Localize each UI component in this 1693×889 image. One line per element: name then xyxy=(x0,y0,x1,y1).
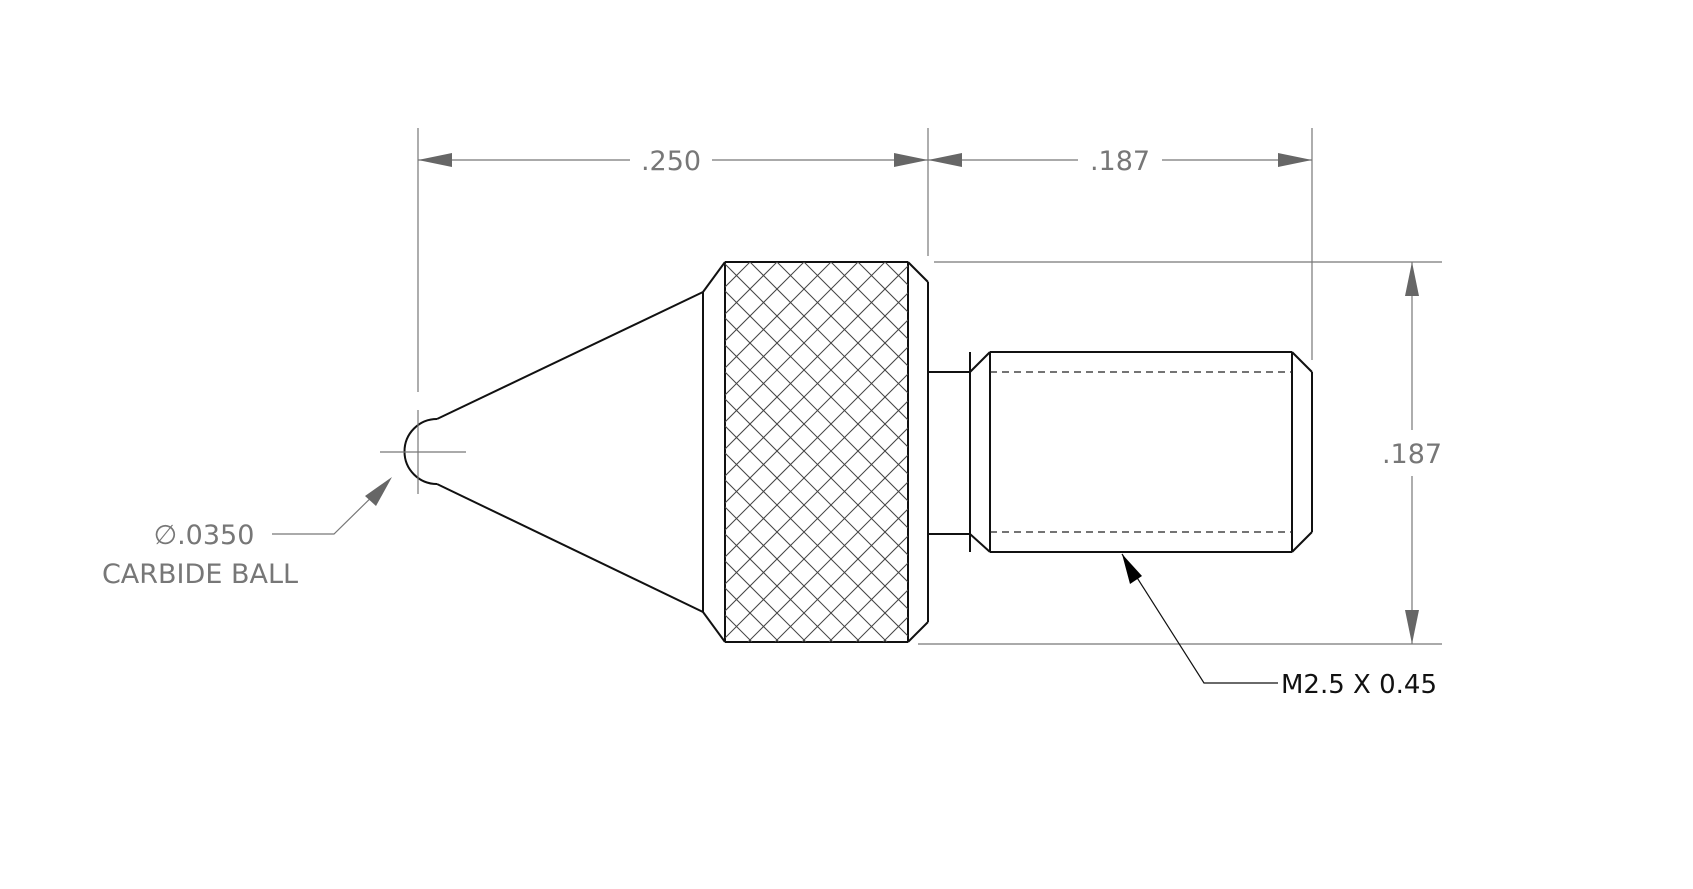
knurled-head xyxy=(702,261,929,643)
dimension-187-vertical: .187 xyxy=(1382,262,1442,644)
knurl-line xyxy=(1263,262,1643,642)
dimension-187-horizontal: .187 xyxy=(928,146,1312,177)
knurl-line xyxy=(803,262,908,367)
thread-callout: M2.5 X 0.45 xyxy=(1121,553,1437,700)
knurl-line xyxy=(725,398,908,583)
knurl-line xyxy=(774,508,908,642)
knurl-line xyxy=(725,425,908,610)
stylus-part xyxy=(289,261,1643,643)
knurl-line xyxy=(725,560,807,642)
knurl-pattern xyxy=(289,262,1643,642)
knurl-line xyxy=(725,533,834,642)
thread-spec-label: M2.5 X 0.45 xyxy=(1281,670,1437,700)
knurl-line xyxy=(725,479,888,642)
knurl-line xyxy=(882,616,908,642)
knurl-line xyxy=(1155,262,1535,642)
knurl-line xyxy=(725,454,908,639)
knurl-line xyxy=(1020,262,1400,642)
ball-callout: ∅.0350 CARBIDE BALL xyxy=(102,477,392,590)
threaded-shank xyxy=(969,351,1313,553)
dimension-250: .250 xyxy=(418,146,928,177)
knurl-line xyxy=(725,262,886,423)
knurl-line xyxy=(1047,262,1427,642)
cone xyxy=(436,291,704,613)
knurl-line xyxy=(725,262,832,369)
extension-lines xyxy=(417,128,1442,645)
knurl-line xyxy=(725,506,861,642)
dimension-187-horizontal-label: .187 xyxy=(1090,146,1150,177)
dimension-250-label: .250 xyxy=(641,146,701,177)
knurl-line xyxy=(725,317,908,502)
neck xyxy=(928,352,971,552)
knurl-line xyxy=(725,427,908,612)
knurl-line xyxy=(776,262,908,394)
knurl-line xyxy=(725,371,908,556)
knurl-line xyxy=(884,262,908,286)
knurl-line xyxy=(725,319,908,504)
ball-material-label: CARBIDE BALL xyxy=(102,559,298,590)
knurl-line xyxy=(1128,262,1508,642)
knurl-line xyxy=(725,452,908,637)
knurl-line xyxy=(966,262,1346,642)
knurl-line xyxy=(855,589,908,642)
knurl-line xyxy=(725,292,908,477)
knurl-line xyxy=(725,344,908,529)
knurl-line xyxy=(993,262,1373,642)
knurl-line xyxy=(725,265,908,450)
knurl-line xyxy=(801,535,908,642)
dimension-187-vertical-label: .187 xyxy=(1382,439,1442,470)
knurl-line xyxy=(725,263,908,448)
knurl-line xyxy=(725,373,908,558)
knurl-line xyxy=(725,400,908,585)
knurl-line xyxy=(725,346,908,531)
knurl-line xyxy=(1182,262,1562,642)
knurl-line xyxy=(830,262,908,340)
knurl-line xyxy=(939,262,1319,642)
knurl-line xyxy=(316,262,696,642)
knurl-line xyxy=(725,290,908,475)
knurl-line xyxy=(725,262,859,396)
knurl-line xyxy=(725,262,805,342)
ball-diameter-label: ∅.0350 xyxy=(154,520,255,551)
knurl-line xyxy=(289,262,669,642)
knurl-line xyxy=(828,562,908,642)
knurl-line xyxy=(749,262,908,421)
knurl-line xyxy=(857,262,908,313)
knurl-line xyxy=(747,481,908,642)
